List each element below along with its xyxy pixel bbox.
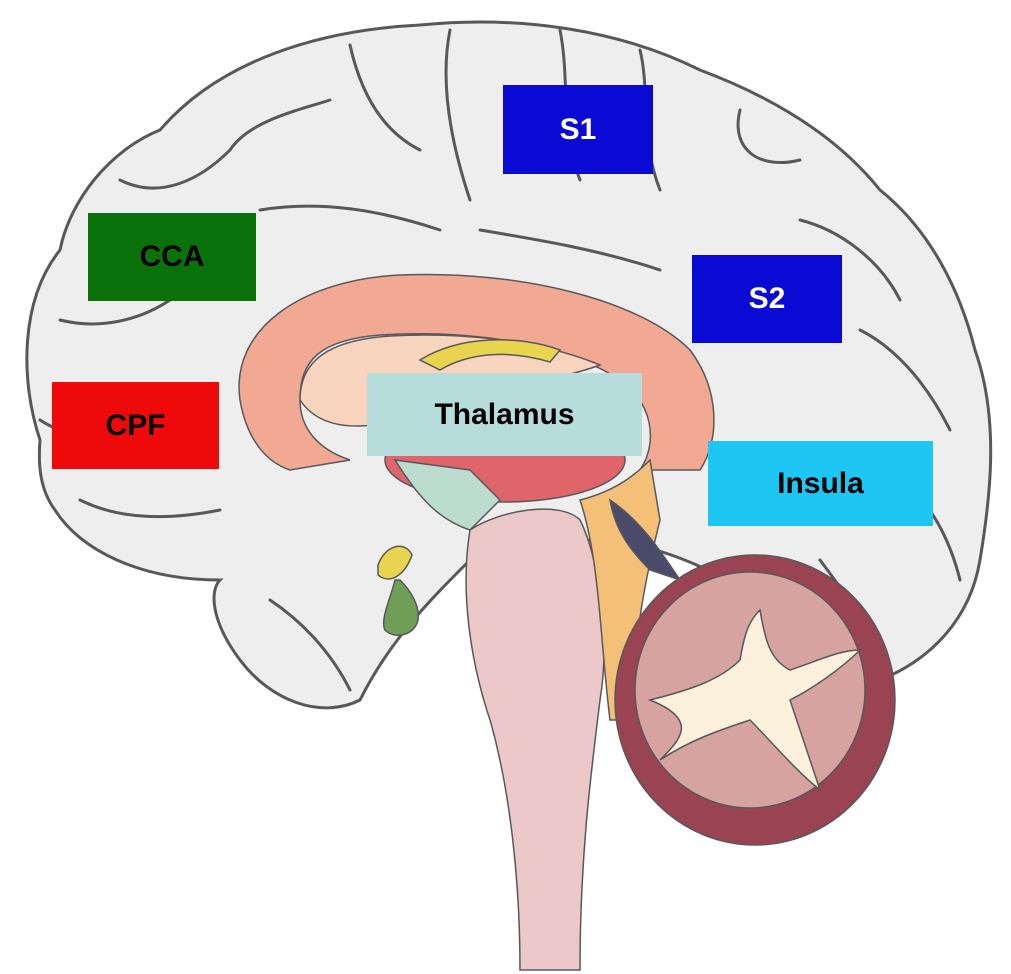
label-cca-text: CCA (140, 240, 205, 274)
label-cpf-text: CPF (106, 409, 166, 443)
label-cca: CCA (88, 213, 256, 301)
label-s1: S1 (503, 85, 653, 174)
label-cpf: CPF (52, 382, 219, 469)
label-s1-text: S1 (560, 113, 597, 147)
label-insula-text: Insula (777, 467, 864, 501)
brainstem (466, 509, 604, 970)
label-thalamus: Thalamus (367, 373, 642, 456)
label-insula: Insula (708, 441, 933, 526)
label-s2-text: S2 (749, 282, 786, 316)
label-s2: S2 (692, 255, 842, 343)
label-thalamus-text: Thalamus (434, 398, 574, 432)
